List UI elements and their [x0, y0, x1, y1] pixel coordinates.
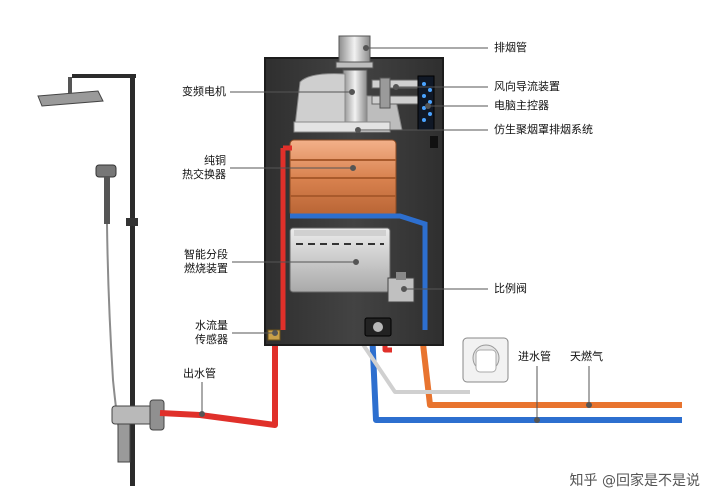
watermark: 知乎 @回家是不是说 — [569, 473, 700, 489]
leader-lines — [199, 45, 592, 423]
shower-set — [37, 74, 165, 486]
rain-showerhead — [37, 90, 104, 107]
power-cord — [358, 338, 470, 394]
label-prop-valve: 比例阀 — [494, 282, 527, 295]
prop-valve-shape — [387, 277, 415, 303]
label-burner-line2: 燃烧装置 — [184, 262, 228, 275]
label-bionic-hood: 仿生聚烟罩排烟系统 — [494, 123, 593, 136]
label-vfd-motor: 变频电机 — [182, 85, 226, 98]
label-inlet-pipe: 进水管 — [518, 350, 551, 363]
heater-body — [264, 35, 444, 346]
label-burner: 智能分段 燃烧装置 — [170, 248, 228, 276]
hood-left — [294, 73, 346, 127]
burner-shape — [289, 227, 391, 293]
label-burner-line1: 智能分段 — [184, 248, 228, 261]
shower-arm — [72, 74, 136, 78]
label-controller: 电脑主控器 — [494, 99, 549, 112]
hot-water-pipe — [159, 335, 278, 428]
label-gas: 天燃气 — [570, 350, 603, 363]
wall-socket — [462, 337, 509, 383]
label-copper-hx: 纯铜 热交换器 — [170, 154, 226, 182]
label-outlet-pipe: 出水管 — [183, 367, 216, 380]
faucet-spout — [117, 423, 131, 463]
label-copper-hx-line1: 纯铜 — [204, 154, 226, 167]
shower-pole — [130, 76, 135, 486]
label-flow-sensor: 水流量 传感器 — [170, 319, 228, 347]
label-copper-hx-line2: 热交换器 — [182, 168, 226, 181]
hand-shower-handle — [104, 176, 110, 224]
label-flow-sensor-line1: 水流量 — [195, 319, 228, 332]
hand-shower-head — [95, 164, 117, 178]
label-exhaust-pipe: 排烟管 — [494, 41, 527, 54]
motor-shape — [342, 69, 368, 127]
holder-bracket — [126, 218, 138, 226]
exhaust-pipe-shape — [338, 35, 371, 67]
label-wind-guide: 风向导流装置 — [494, 80, 560, 93]
label-flow-sensor-line2: 传感器 — [195, 333, 228, 346]
